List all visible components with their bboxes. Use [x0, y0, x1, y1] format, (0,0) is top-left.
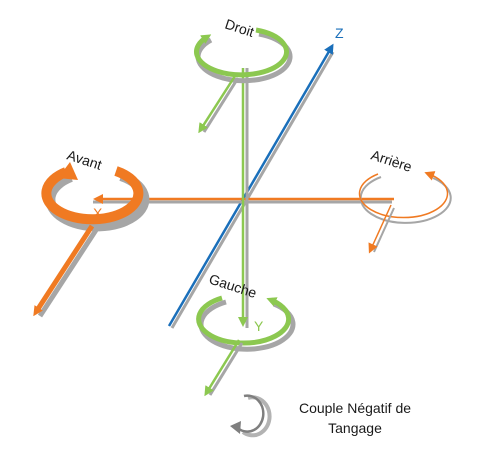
y-axis-label: Y [254, 318, 264, 334]
legend-line-1: Couple Négatif de [298, 400, 412, 416]
rotor-left-label: Gauche [207, 271, 259, 301]
rotor-right-thrust-arrow [198, 75, 240, 134]
rotor-front-arrowhead [58, 162, 78, 180]
rotor-rear-thrust-arrow [368, 204, 395, 254]
rotor-front [33, 162, 150, 318]
rotor-left [196, 295, 296, 397]
rotor-front-thrust-arrow [33, 224, 99, 318]
z-axis-label: Z [335, 25, 344, 41]
rotor-right [194, 27, 293, 134]
z-axis [167, 43, 335, 329]
rotor-left-thrust-arrow [204, 339, 244, 397]
x-axis-label: X [93, 205, 103, 221]
rotor-rear-label: Arrière [369, 147, 414, 175]
y-axis [238, 68, 249, 328]
rotor-rear [358, 171, 452, 254]
rotor-right-label: Droit [223, 16, 256, 40]
legend-caption: Couple Négatif de Tangage [280, 398, 430, 438]
torque-rotation-icon [230, 394, 272, 438]
legend-line-2: Tangage [328, 420, 382, 436]
